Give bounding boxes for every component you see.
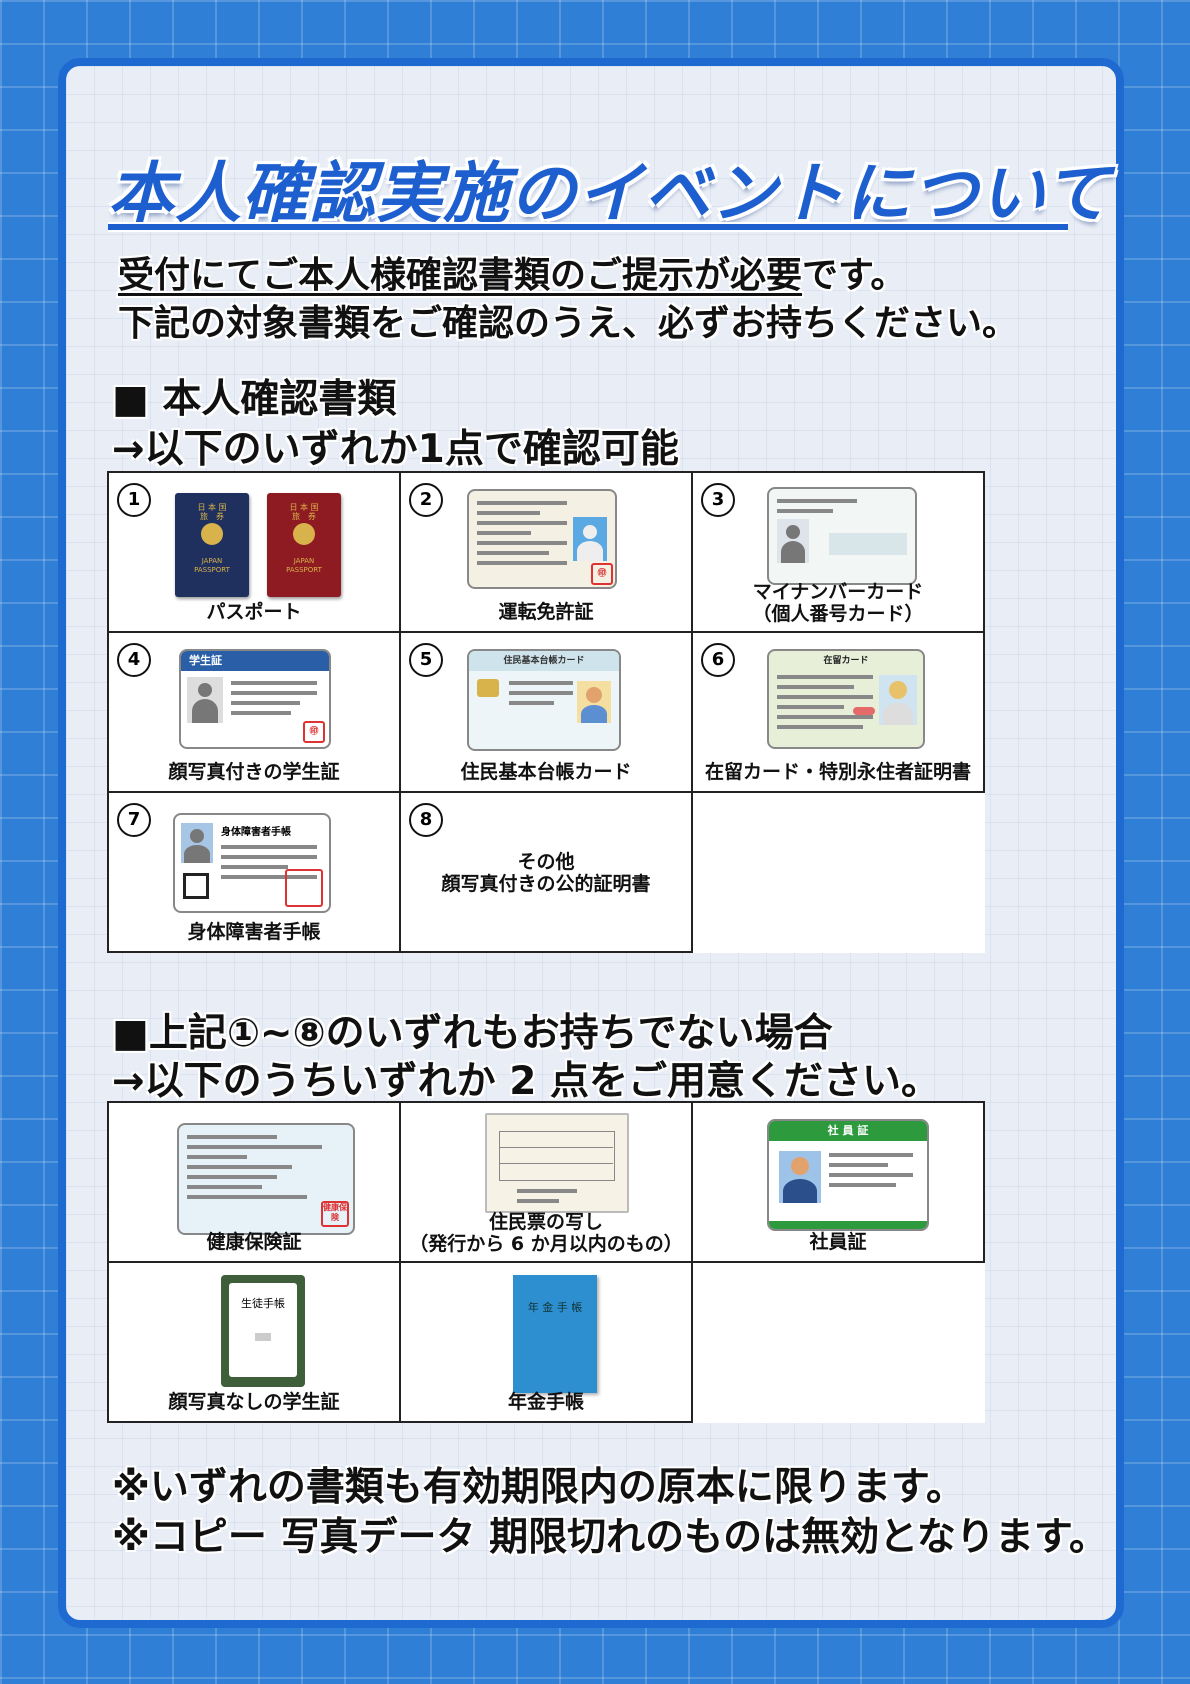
doc-number-7: 7 [117, 803, 151, 837]
ic-chip-icon [477, 679, 499, 697]
doc-cell-jyuki-card: 5 住民基本台帳カード 住民基本台帳カード [399, 631, 693, 793]
doc-label-jyuki-card: 住民基本台帳カード [460, 761, 632, 783]
alt-documents-grid: 健康保険 健康保険証 住民票の写し （発行から 6 か月以内のもの） 社 員 証 [107, 1101, 985, 1423]
doc-label-student-id-photo: 顔写真付きの学生証 [168, 761, 340, 783]
doc-number-3: 3 [701, 483, 735, 517]
alt-label-insurance: 健康保険証 [206, 1231, 302, 1253]
doc-label-other-2: 顔写真付きの公的証明書 [441, 873, 651, 895]
intro-line-1: 受付にてご本人様確認書類のご提示が必要です。 [118, 246, 906, 298]
passport-red-bottom-text: JAPAN PASSPORT [286, 557, 322, 574]
seal-icon: ㊞ [591, 563, 613, 585]
intro-line-1-emphasis: 受付にてご本人様確認書類のご提示が必要 [118, 255, 803, 296]
id-documents-grid: 1 日 本 国 旅 券 JAPAN PASSPORT 日 本 国 旅 券 JAP… [107, 471, 985, 953]
doc-cell-zairyu-card: 6 在留カード 在留カード・特別永住者証明書 [691, 631, 985, 793]
insurance-stamp-icon: 健康保険 [321, 1201, 349, 1227]
section2-sub: →以下のうちいずれか 2 点をご用意ください。 [112, 1059, 940, 1104]
chrysanthemum-icon [293, 523, 315, 545]
note-1: ※いずれの書類も有効期限内の原本に限ります。 [112, 1465, 966, 1510]
alt-label-pension-book: 年金手帳 [507, 1391, 584, 1413]
intro-line-1-end: です。 [802, 255, 907, 296]
empty-cell [692, 1262, 984, 1422]
employee-card-header: 社 員 証 [769, 1121, 927, 1141]
doc-number-8: 8 [409, 803, 443, 837]
title-underline [108, 222, 1068, 232]
jyuki-card-header: 住民基本台帳カード [469, 651, 619, 671]
doc-cell-drivers-license: 2 ㊞ 運転免許証 [399, 471, 693, 633]
zairyu-card-header: 在留カード [823, 656, 869, 666]
mynumber-card-image [767, 487, 917, 585]
doc-label-passport: パスポート [206, 601, 302, 623]
doc-cell-shogai-techo: 7 身体障害者手帳 身体障害者手帳 [107, 791, 401, 953]
drivers-license-image: ㊞ [467, 489, 617, 589]
doc-number-5: 5 [409, 643, 443, 677]
doc-label-other: その他 顔写真付きの公的証明書 [401, 851, 691, 895]
doc-label-other-1: その他 [517, 851, 575, 873]
intro-line-2: 下記の対象書類をご確認のうえ、必ずお持ちください。 [118, 303, 1019, 344]
doc-label-mynumber-2: （個人番号カード） [752, 603, 924, 625]
doc-number-4: 4 [117, 643, 151, 677]
alt-label-jyuminhyo: 住民票の写し （発行から 6 か月以内のもの） [401, 1211, 691, 1255]
jyuminhyo-image [485, 1113, 629, 1213]
section2-heading: ■上記①~⑧のいずれもお持ちでない場合 [112, 1011, 833, 1056]
passport-navy-top-text: 日 本 国 旅 券 [197, 503, 227, 521]
doc-cell-student-id-photo: 4 学生証 ㊞ 顔写真付きの学生証 [107, 631, 401, 793]
section1-heading: ■ 本人確認書類 [112, 377, 397, 422]
note-2: ※コピー 写真データ 期限切れのものは無効となります。 [112, 1515, 1109, 1560]
doc-number-2: 2 [409, 483, 443, 517]
pension-book-image: 年 金 手 帳 [513, 1275, 597, 1393]
zairyu-card-image: 在留カード [767, 649, 925, 749]
insurance-card-image: 健康保険 [177, 1123, 355, 1235]
student-book-title: 生徒手帳 [241, 1297, 285, 1310]
student-card-header: 学生証 [181, 651, 329, 671]
doc-label-shogai-techo: 身体障害者手帳 [187, 921, 321, 943]
doc-label-zairyu-card: 在留カード・特別永住者証明書 [704, 761, 971, 783]
employee-card-image: 社 員 証 [767, 1119, 929, 1231]
empty-cell [692, 792, 984, 952]
passport-navy-bottom-text: JAPAN PASSPORT [194, 557, 230, 574]
doc-cell-other: 8 その他 顔写真付きの公的証明書 [399, 791, 693, 953]
alt-label-jyuminhyo-1: 住民票の写し [488, 1211, 603, 1233]
chrysanthemum-icon [201, 523, 223, 545]
pension-book-title: 年 金 手 帳 [527, 1301, 583, 1314]
alt-cell-student-book: 生徒手帳 顔写真なしの学生証 [107, 1261, 401, 1423]
section1-sub: →以下のいずれか1点で確認可能 [112, 427, 679, 472]
jyuki-card-image: 住民基本台帳カード [467, 649, 621, 751]
alt-cell-jyuminhyo: 住民票の写し （発行から 6 か月以内のもの） [399, 1101, 693, 1263]
doc-number-1: 1 [117, 483, 151, 517]
doc-cell-mynumber: 3 マイナンバーカード （個人番号カード） [691, 471, 985, 633]
page-title: 本人確認実施のイベントについて [108, 155, 1112, 232]
student-id-card-image: 学生証 ㊞ [179, 649, 331, 749]
doc-label-mynumber-1: マイナンバーカード [752, 581, 924, 603]
alt-label-employee-id: 社員証 [809, 1231, 867, 1253]
qr-code-icon [183, 873, 209, 899]
alt-cell-pension-book: 年 金 手 帳 年金手帳 [399, 1261, 693, 1423]
doc-number-6: 6 [701, 643, 735, 677]
doc-cell-passport: 1 日 本 国 旅 券 JAPAN PASSPORT 日 本 国 旅 券 JAP… [107, 471, 401, 633]
alt-label-student-book: 顔写真なしの学生証 [168, 1391, 340, 1413]
passport-red-top-text: 日 本 国 旅 券 [289, 503, 319, 521]
doc-label-mynumber: マイナンバーカード （個人番号カード） [693, 581, 983, 625]
shogai-techo-image: 身体障害者手帳 [173, 813, 331, 913]
doc-label-drivers-license: 運転免許証 [498, 601, 594, 623]
passport-red-image: 日 本 国 旅 券 JAPAN PASSPORT [267, 493, 341, 597]
shogai-card-title: 身体障害者手帳 [221, 827, 291, 838]
alt-cell-employee-id: 社 員 証 社員証 [691, 1101, 985, 1263]
student-book-image: 生徒手帳 [221, 1275, 305, 1387]
alt-label-jyuminhyo-2: （発行から 6 か月以内のもの） [409, 1233, 683, 1255]
alt-cell-insurance: 健康保険 健康保険証 [107, 1101, 401, 1263]
seal-icon: ㊞ [303, 721, 325, 743]
passport-navy-image: 日 本 国 旅 券 JAPAN PASSPORT [175, 493, 249, 597]
